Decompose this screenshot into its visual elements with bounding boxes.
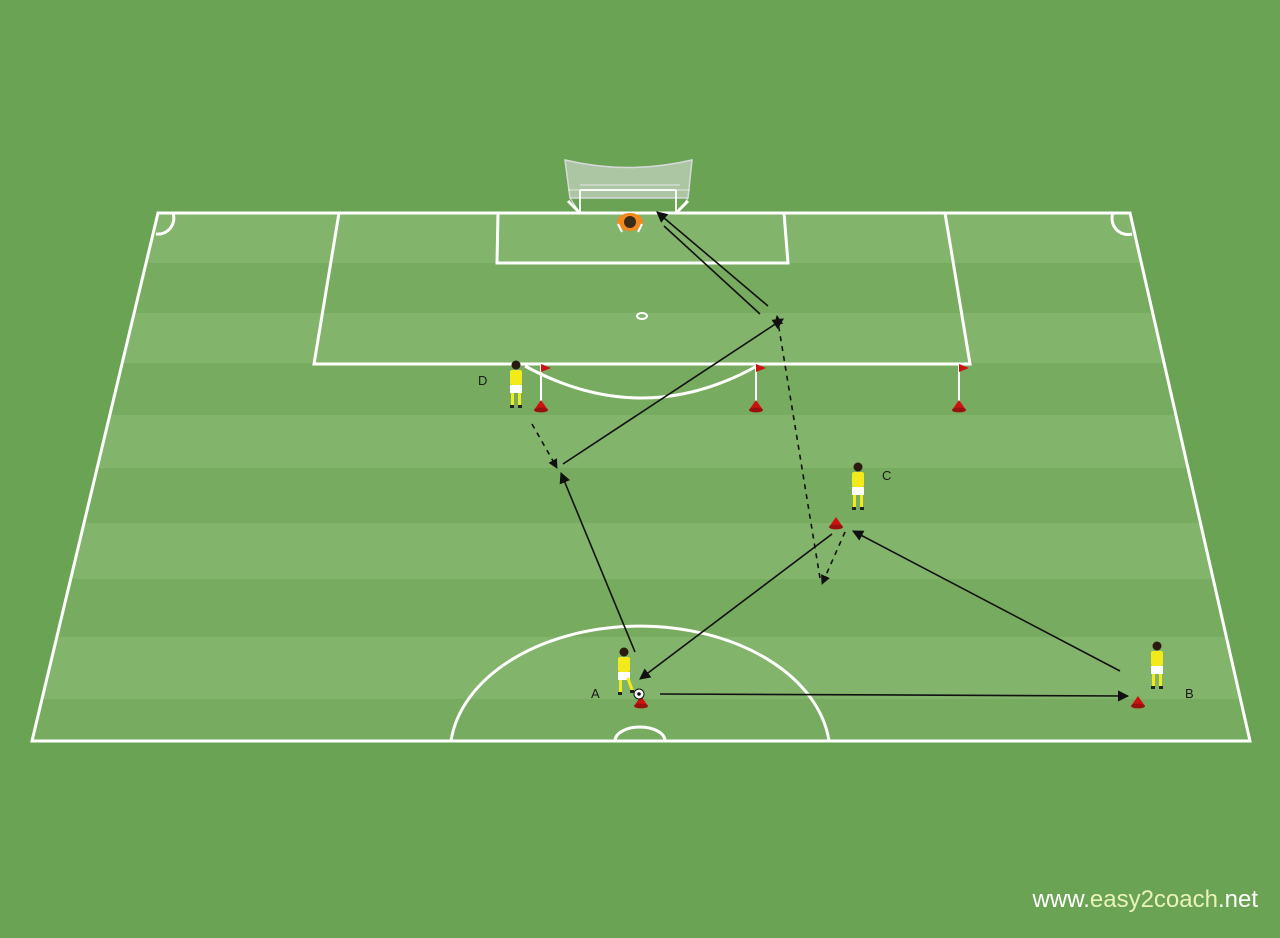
player-d-label: D (478, 373, 488, 388)
center-circle (449, 624, 831, 742)
run-c-up (773, 315, 821, 579)
pass-arrows (559, 211, 1130, 702)
pitch-lines (30, 211, 1252, 743)
pass-d-to-run (562, 318, 784, 465)
shot-line-2 (663, 225, 761, 315)
flag-right (952, 364, 969, 413)
player-b-label: B (1185, 686, 1194, 701)
player-figure-b (1151, 641, 1163, 689)
player-figure-a (618, 647, 634, 695)
center-spot-arc (613, 725, 667, 742)
goal-area (495, 212, 790, 265)
goalkeeper (617, 213, 643, 233)
field-stripes (32, 213, 1250, 741)
goal (564, 159, 693, 215)
run-arrows (531, 315, 846, 585)
watermark-suffix: .net (1217, 886, 1258, 913)
pass-b-to-c (852, 530, 1121, 672)
ball (633, 688, 645, 700)
corner-arc-right (1110, 212, 1133, 236)
run-d (531, 423, 558, 469)
watermark-prefix: www. (1032, 886, 1090, 913)
player-figure-d (510, 360, 522, 408)
flag-middle (749, 364, 766, 413)
pass-c-to-a (639, 533, 833, 680)
corner-arc-left (155, 212, 176, 236)
player-figure-c (852, 462, 864, 510)
penalty-arc (524, 364, 758, 400)
player-c-label: C (882, 468, 892, 483)
watermark: www.easy2coach.net (1033, 886, 1258, 914)
flag-left (534, 364, 551, 413)
penalty-spot (636, 312, 648, 320)
penalty-box (312, 212, 972, 366)
pass-a-to-b (659, 690, 1130, 702)
field-boundary (30, 211, 1252, 743)
shot-line-1 (656, 211, 769, 307)
watermark-brand: easy2coach (1089, 886, 1218, 913)
pass-a-to-d (559, 471, 636, 653)
player-a-label: A (591, 686, 600, 701)
